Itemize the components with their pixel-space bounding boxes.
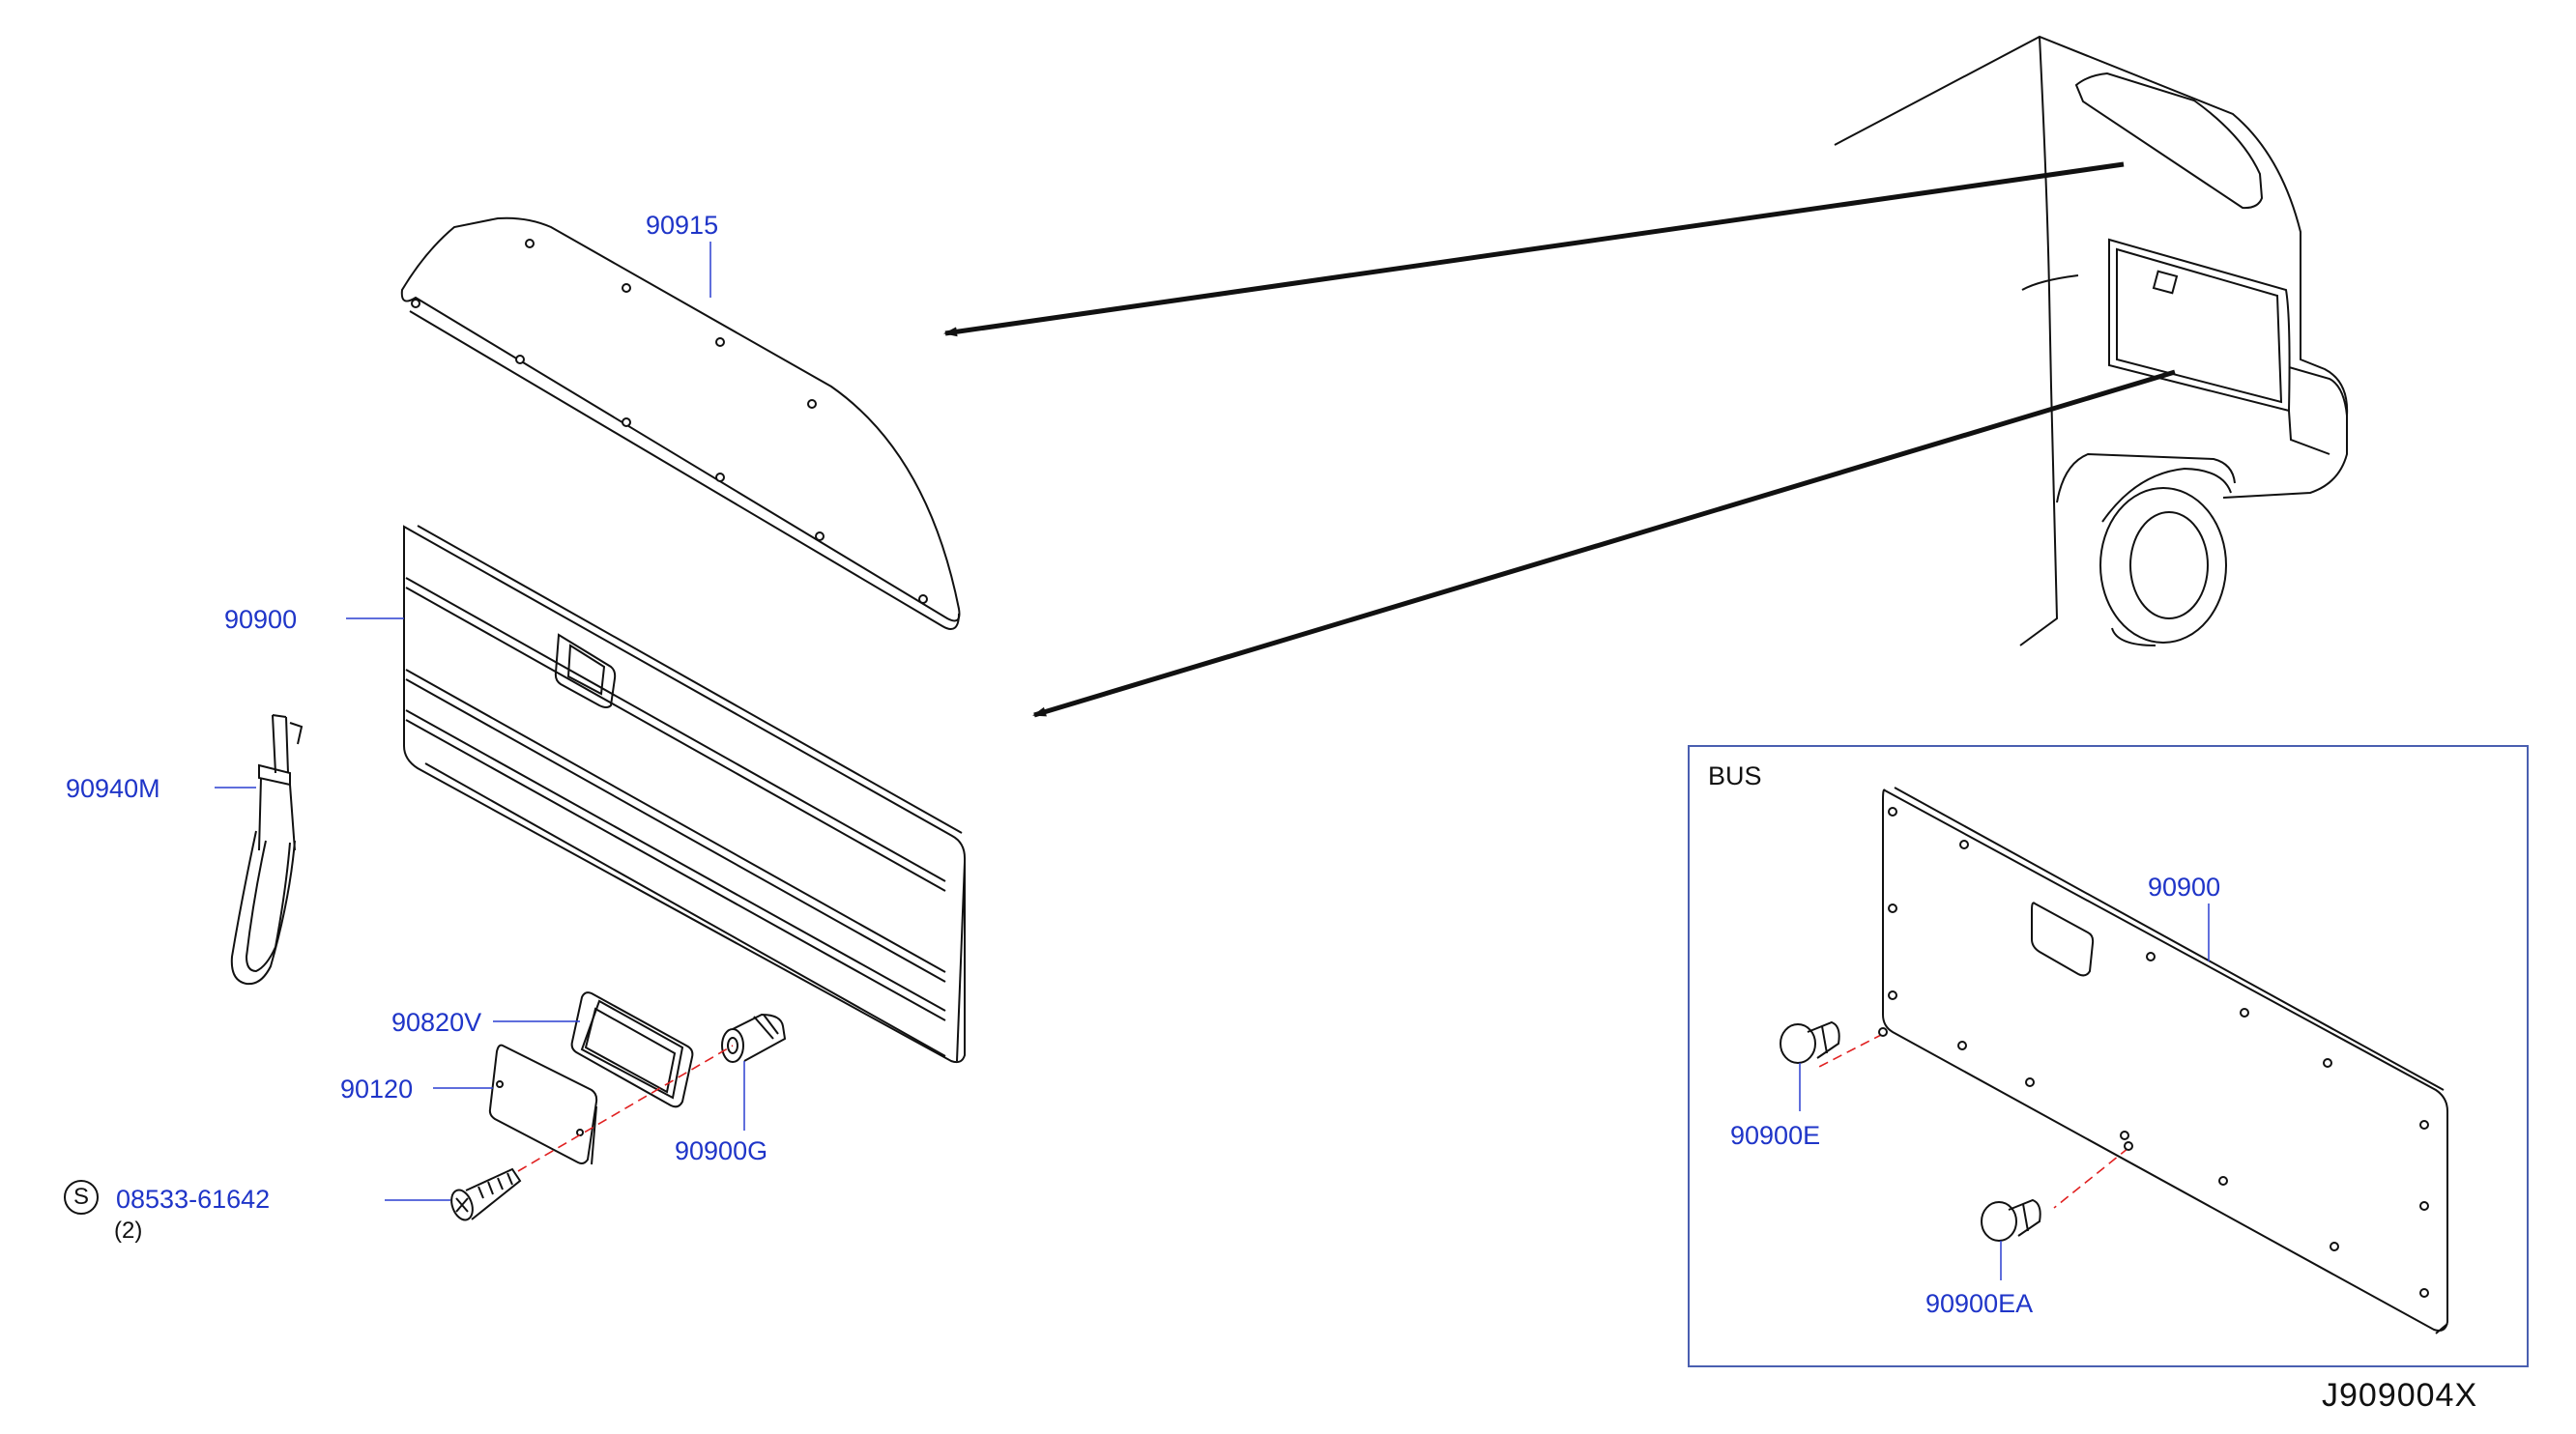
seal-ring-90820v	[570, 991, 694, 1108]
bus-clip-90900ea	[1981, 1198, 2041, 1242]
screw-quantity: (2)	[114, 1218, 143, 1244]
label-90900ea[interactable]: 90900EA	[1925, 1289, 2034, 1318]
label-90820v[interactable]: 90820V	[391, 1008, 482, 1037]
pull-strap-90940m	[230, 714, 304, 986]
bus-inset-frame	[1688, 745, 2529, 1367]
assembly-centerlines	[517, 1033, 2129, 1209]
tailgate-trim-board-90900	[403, 525, 966, 1064]
upper-trim-panel-90915	[400, 216, 961, 630]
cover-plate-90120	[488, 1044, 598, 1165]
clip-90900g	[721, 1013, 787, 1063]
pointer-arrows	[943, 161, 2176, 718]
label-90900e[interactable]: 90900E	[1730, 1121, 1821, 1150]
bus-inset-title: BUS	[1708, 761, 1762, 790]
label-90120[interactable]: 90120	[340, 1075, 414, 1104]
screw-08533-61642	[450, 1167, 522, 1221]
standard-part-badge: S	[64, 1180, 99, 1215]
label-90940m[interactable]: 90940M	[66, 774, 160, 803]
label-90900g[interactable]: 90900G	[675, 1136, 768, 1165]
diagram-code: J909004X	[2322, 1377, 2478, 1414]
label-screw-08533-61642[interactable]: 08533-61642	[116, 1185, 271, 1214]
bus-trim-board-90900	[1878, 787, 2448, 1334]
vehicle-rear-illustration	[1834, 35, 2349, 646]
bus-clip-90900e	[1780, 1020, 1840, 1064]
label-90915[interactable]: 90915	[646, 211, 719, 240]
label-90900[interactable]: 90900	[224, 605, 298, 634]
label-bus-90900[interactable]: 90900	[2148, 873, 2221, 902]
